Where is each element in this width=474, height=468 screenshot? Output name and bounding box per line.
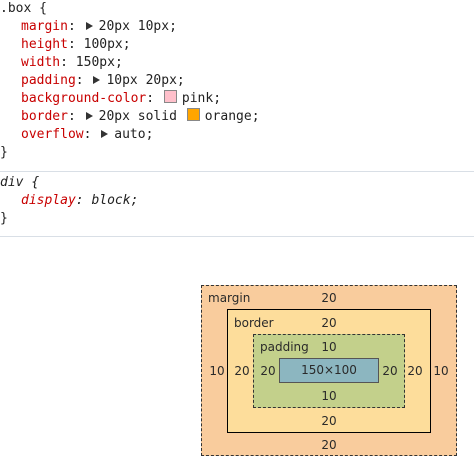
margin-bottom-value[interactable]: 20 [321, 438, 337, 452]
border-top-value[interactable]: 20 [321, 316, 337, 330]
rule-selector[interactable]: div [0, 175, 24, 190]
declaration-width[interactable]: width: 150px; [21, 55, 123, 70]
declaration-padding[interactable]: padding: 10px 20px; [21, 73, 185, 88]
declaration-overflow[interactable]: overflow: auto; [21, 127, 154, 142]
padding-right-value[interactable]: 20 [382, 364, 398, 378]
expand-triangle-icon[interactable] [93, 76, 101, 84]
box-model-content[interactable]: 150×100 [279, 358, 379, 383]
declaration-margin[interactable]: margin: 20px 10px; [21, 19, 177, 34]
margin-left-value[interactable]: 10 [209, 364, 225, 378]
open-brace: { [31, 175, 40, 190]
property-value[interactable]: pink [181, 91, 214, 106]
property-value[interactable]: 20px 10px [98, 19, 170, 34]
padding-label: padding [260, 340, 309, 354]
declaration-background-color[interactable]: background-color: pink; [21, 90, 222, 106]
color-swatch-orange[interactable] [186, 108, 200, 121]
margin-right-value[interactable]: 10 [433, 364, 449, 378]
property-value[interactable]: 150px [75, 55, 115, 70]
property-value[interactable]: auto [114, 127, 146, 142]
property-name[interactable]: border [21, 109, 68, 124]
declaration-height[interactable]: height: 100px; [21, 37, 131, 52]
declaration-display[interactable]: display: block; [21, 193, 139, 208]
property-name[interactable]: padding [21, 73, 76, 88]
padding-top-value[interactable]: 10 [321, 340, 337, 354]
rule-selector-line: div { [0, 174, 474, 192]
border-label: border [234, 316, 274, 330]
padding-bottom-value[interactable]: 10 [321, 389, 337, 403]
content-size: 150×100 [301, 363, 357, 377]
rule-divider [0, 171, 474, 172]
border-left-value[interactable]: 20 [234, 364, 250, 378]
property-value[interactable]: 10px 20px [106, 73, 177, 88]
rule-selector-line: .box { [0, 0, 474, 18]
expand-triangle-icon[interactable] [85, 112, 93, 120]
margin-top-value[interactable]: 20 [321, 291, 337, 305]
property-name[interactable]: display [21, 193, 76, 208]
expand-triangle-icon[interactable] [101, 130, 109, 138]
property-name[interactable]: margin [21, 19, 68, 34]
property-name[interactable]: width [21, 55, 61, 70]
border-right-value[interactable]: 20 [407, 364, 423, 378]
padding-left-value[interactable]: 20 [260, 364, 276, 378]
property-value[interactable]: orange [204, 109, 252, 124]
rule-divider [0, 236, 474, 237]
property-name[interactable]: height [21, 37, 68, 52]
property-name[interactable]: background-color [21, 91, 147, 106]
expand-triangle-icon[interactable] [85, 22, 93, 30]
css-rule-div: div { display: block; } [0, 174, 474, 228]
rule-selector[interactable]: .box [0, 1, 32, 16]
property-value-prefix[interactable]: 20px solid [98, 109, 177, 124]
margin-label: margin [208, 291, 251, 305]
property-name[interactable]: overflow [21, 127, 84, 142]
close-brace: } [0, 211, 8, 226]
css-rule-box: .box { margin: 20px 10px; height: 100px;… [0, 0, 474, 162]
property-value[interactable]: block [91, 193, 131, 208]
color-swatch-pink[interactable] [163, 90, 177, 103]
property-value[interactable]: 100px [83, 37, 123, 52]
open-brace: { [39, 1, 47, 16]
close-brace: } [0, 145, 8, 160]
border-bottom-value[interactable]: 20 [321, 414, 337, 428]
declaration-border[interactable]: border: 20px solid orange; [21, 108, 260, 124]
